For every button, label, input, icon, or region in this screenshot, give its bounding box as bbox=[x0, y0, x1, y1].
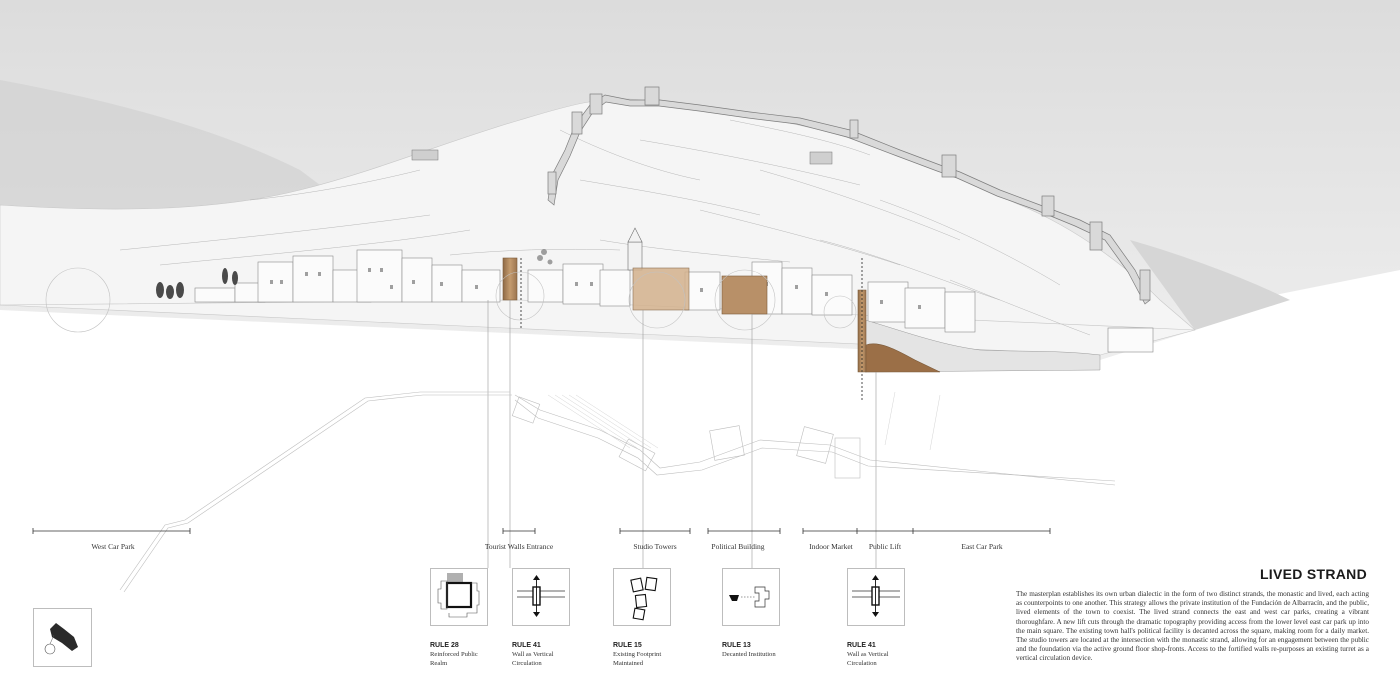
rule-number: RULE 41 bbox=[847, 642, 876, 649]
rocky-terrain bbox=[864, 319, 1101, 373]
segment-label-west-car-park: West Car Park bbox=[91, 542, 135, 551]
segment-rulers bbox=[32, 528, 1051, 534]
far-hill-right bbox=[1130, 240, 1290, 330]
section-title: LIVED STRAND bbox=[1259, 566, 1367, 582]
rule-number: RULE 28 bbox=[430, 642, 459, 649]
trees bbox=[156, 268, 238, 299]
rule-number: RULE 15 bbox=[613, 642, 642, 649]
rule-15-diagram bbox=[613, 568, 671, 626]
rule-28-diagram bbox=[430, 568, 488, 626]
rule-41-diagram-second bbox=[847, 568, 905, 626]
rule-description: Existing Footprint Maintained bbox=[613, 651, 662, 667]
rule-description: Wall as Vertical Circulation bbox=[847, 651, 889, 667]
rule-13-diagram bbox=[722, 568, 780, 626]
vertical-circulation-icon bbox=[517, 575, 565, 617]
key-plan bbox=[33, 608, 92, 667]
rule-41-diagram bbox=[512, 568, 570, 626]
key-plan-icon bbox=[44, 623, 78, 655]
segment-label-public-lift: Public Lift bbox=[868, 542, 902, 551]
vertical-circulation-icon bbox=[852, 575, 900, 617]
rule-number: RULE 41 bbox=[512, 642, 541, 649]
fortified-walls bbox=[547, 86, 1151, 305]
far-hill-left bbox=[0, 80, 340, 215]
rule-number: RULE 13 bbox=[722, 642, 751, 649]
church-tower bbox=[627, 227, 643, 271]
reinforced-realm-icon bbox=[437, 573, 480, 618]
segment-label-tourist-walls-entrance: Tourist Walls Entrance bbox=[484, 542, 554, 551]
decanted-institution-icon bbox=[729, 586, 770, 608]
segment-label-east-car-park: East Car Park bbox=[961, 542, 1003, 551]
rule-description: Reinforced Public Realm bbox=[430, 651, 478, 667]
segment-label-studio-towers: Studio Towers bbox=[633, 542, 677, 551]
segment-label-indoor-market: Indoor Market bbox=[809, 542, 853, 551]
rule-description: Decanted Institution bbox=[722, 651, 776, 658]
footprint-icon bbox=[630, 576, 658, 621]
route-plan bbox=[119, 391, 1116, 593]
description-paragraph: The masterplan establishes its own urban… bbox=[1016, 590, 1369, 663]
rule-description: Wall as Vertical Circulation bbox=[512, 651, 554, 667]
segment-label-political-building: Political Building bbox=[711, 542, 765, 551]
